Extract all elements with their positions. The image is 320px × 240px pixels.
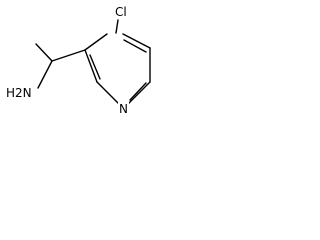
bond-n1-c6 <box>127 81 151 105</box>
bond-c2-c2-inner <box>89 54 101 80</box>
amine-group-label: H2N <box>5 86 33 100</box>
bond-ch-nh2 <box>37 60 53 89</box>
ring-nitrogen-atom-label: N <box>118 102 129 116</box>
bond-n1-c6-inner <box>129 82 147 101</box>
bond-c5-c4 <box>122 33 151 49</box>
molecule-structure <box>35 19 151 105</box>
bond-c3-c2 <box>84 49 98 83</box>
bond-c4-c3 <box>84 33 108 51</box>
bond-c4-cl <box>115 19 119 34</box>
structure-canvas: Cl N H2N <box>0 0 166 123</box>
bond-c5-c4-inner <box>123 39 147 53</box>
chlorine-atom-label: Cl <box>114 5 128 19</box>
bond-c2-n1 <box>96 81 120 105</box>
bond-ch-methyl <box>35 43 53 62</box>
bond-c3-ch <box>51 49 86 62</box>
